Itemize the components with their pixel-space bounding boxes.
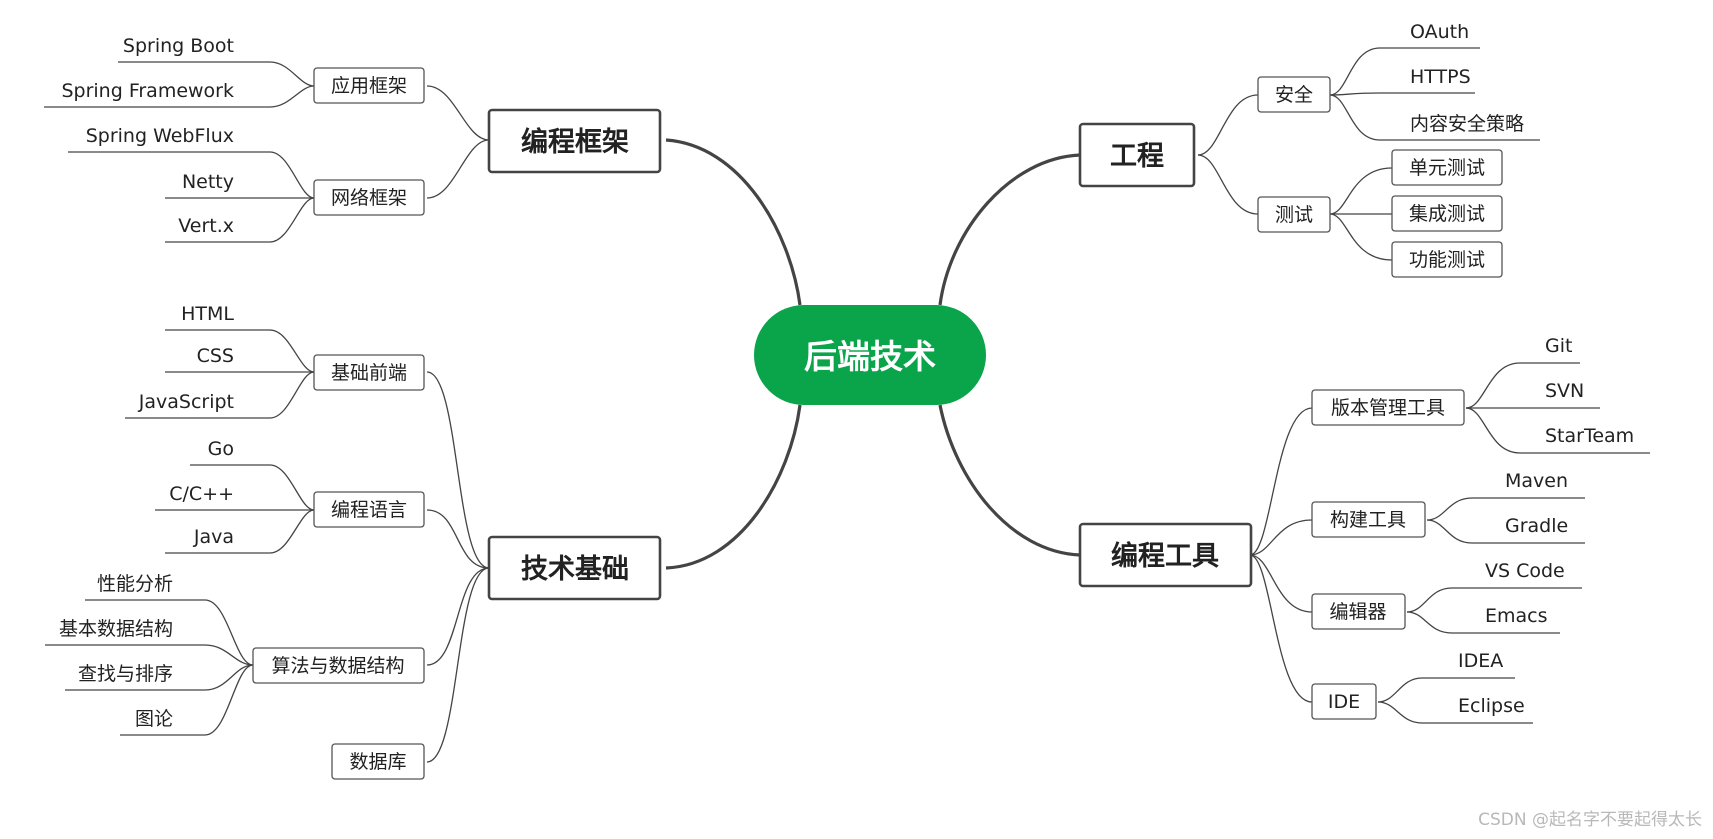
- algo-node: [252, 647, 425, 684]
- center-label: 后端技术: [804, 337, 936, 376]
- leaf-netty: Netty: [182, 171, 234, 193]
- branch-tools: 编程工具 版本管理工具 构建工具 编辑器 IDE Git SVN StarTea…: [1078, 335, 1650, 724]
- leaf-eclipse: Eclipse: [1458, 695, 1525, 717]
- leaf-spring-framework: Spring Framework: [61, 80, 234, 102]
- leaf-emacs: Emacs: [1485, 605, 1548, 627]
- tools-node: [1078, 522, 1253, 588]
- main-connectors: [665, 138, 1081, 570]
- db-label: 数据库: [349, 751, 406, 773]
- lang-node: [313, 491, 425, 528]
- testing-label: 测试: [1275, 204, 1313, 226]
- leaf-graph-theory: 图论: [135, 708, 173, 730]
- leaf-svn: SVN: [1545, 380, 1584, 402]
- leaf-spring-webflux: Spring WebFlux: [86, 125, 234, 147]
- frontend-node: [313, 354, 425, 391]
- tools-label: 编程工具: [1111, 540, 1219, 572]
- leaf-maven: Maven: [1505, 470, 1568, 492]
- framework-label: 编程框架: [521, 126, 629, 158]
- net-framework-label: 网络框架: [331, 187, 407, 209]
- unit-test-node: [1391, 149, 1503, 186]
- leaf-vertx: Vert.x: [178, 215, 234, 237]
- ide-node: [1311, 683, 1377, 720]
- leaf-integration-test: 集成测试: [1409, 203, 1485, 225]
- security-node: [1257, 76, 1331, 113]
- testing-node: [1257, 196, 1331, 233]
- frontend-label: 基础前端: [331, 362, 407, 384]
- leaf-starteam: StarTeam: [1545, 425, 1634, 447]
- integration-test-node: [1391, 195, 1503, 232]
- leaf-https: HTTPS: [1410, 66, 1471, 88]
- leaf-javascript: JavaScript: [138, 391, 234, 413]
- leaf-perf-analysis: 性能分析: [97, 573, 173, 595]
- leaf-search-sort: 查找与排序: [78, 663, 173, 685]
- db-node: [331, 743, 425, 780]
- leaf-csp: 内容安全策略: [1410, 113, 1524, 135]
- build-label: 构建工具: [1330, 509, 1406, 531]
- leaf-java: Java: [193, 526, 234, 548]
- center-node: [754, 305, 986, 405]
- editor-node: [1311, 593, 1406, 630]
- algo-label: 算法与数据结构: [271, 655, 404, 677]
- leaf-oauth: OAuth: [1410, 21, 1469, 43]
- engineering-node: [1078, 122, 1196, 188]
- security-label: 安全: [1275, 84, 1313, 106]
- leaf-spring-boot: Spring Boot: [123, 35, 234, 57]
- center-topic: 后端技术: [754, 305, 986, 405]
- leaf-basic-ds: 基本数据结构: [59, 618, 173, 640]
- branch-engineering: 工程 安全 测试 OAuth HTTPS 内容安全策略 单元测试 集成测试 功能…: [1078, 21, 1540, 278]
- build-node: [1311, 501, 1426, 538]
- foundation-label: 技术基础: [521, 554, 629, 585]
- app-framework-label: 应用框架: [331, 75, 407, 97]
- engineering-label: 工程: [1110, 141, 1164, 172]
- app-framework-node: [313, 67, 425, 104]
- leaf-gradle: Gradle: [1505, 515, 1568, 537]
- leaf-git: Git: [1545, 335, 1572, 357]
- leaf-unit-test: 单元测试: [1409, 157, 1485, 179]
- branch-framework: 编程框架 应用框架 网络框架 Spring Boot Spring Framew…: [44, 35, 662, 243]
- leaf-html: HTML: [181, 303, 234, 325]
- leaf-vscode: VS Code: [1485, 560, 1565, 582]
- ide-label: IDE: [1328, 691, 1360, 713]
- framework-node: [487, 108, 662, 174]
- leaf-cpp: C/C++: [169, 483, 234, 505]
- foundation-node: [487, 535, 662, 601]
- leaf-css: CSS: [197, 345, 234, 367]
- watermark: CSDN @起名字不要起得太长: [1478, 810, 1702, 830]
- net-framework-node: [313, 179, 425, 216]
- editor-label: 编辑器: [1329, 601, 1386, 623]
- functional-test-node: [1391, 241, 1503, 278]
- leaf-idea: IDEA: [1458, 650, 1503, 672]
- leaf-functional-test: 功能测试: [1409, 249, 1485, 271]
- vcs-label: 版本管理工具: [1331, 397, 1445, 419]
- branch-foundation: 技术基础 基础前端 编程语言 算法与数据结构 数据库 HTML CSS Java…: [45, 303, 662, 780]
- vcs-node: [1311, 389, 1465, 426]
- lang-label: 编程语言: [331, 499, 407, 521]
- leaf-go: Go: [208, 438, 234, 460]
